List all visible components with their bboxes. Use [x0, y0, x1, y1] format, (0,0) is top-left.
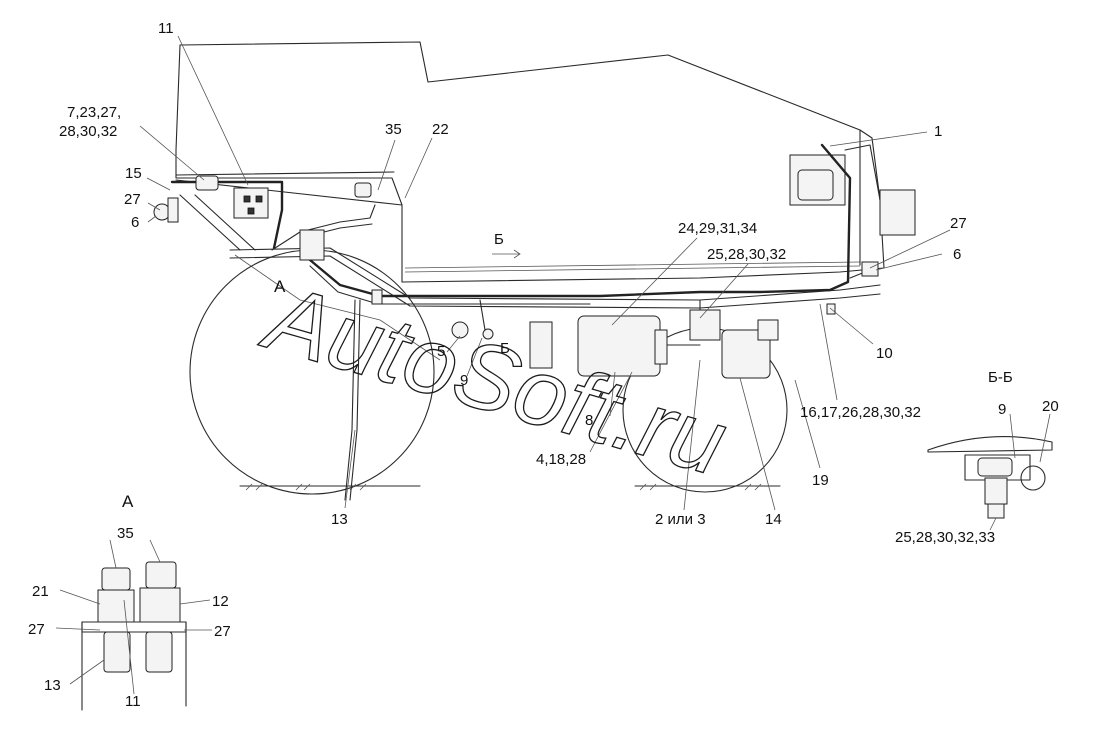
section-bb-detail [492, 249, 1053, 531]
label-5: 5 [437, 343, 445, 360]
label-6-left: 6 [131, 214, 139, 231]
label-25-28-30-32-33: 25,28,30,32,33 [895, 529, 995, 546]
label-section-b-lower: Б [500, 340, 510, 357]
label-13: 13 [331, 511, 348, 528]
label-2-or-3: 2 или 3 [655, 511, 706, 528]
detail-a-title: А [122, 492, 134, 511]
label-11-top: 11 [158, 20, 174, 37]
label-1: 1 [934, 123, 942, 140]
detail-a-label-27-right: 27 [214, 623, 231, 640]
label-15: 15 [125, 165, 142, 182]
label-27-right: 27 [950, 215, 967, 232]
label-7-23-27: 7,23,27, [67, 104, 121, 121]
label-35-top: 35 [385, 121, 402, 138]
rear-wheel-right [622, 327, 788, 493]
leader-lines [139, 35, 951, 511]
pneumatic-lines [170, 143, 876, 501]
label-24-29-31-34: 24,29,31,34 [678, 220, 757, 237]
cab-unit [789, 144, 916, 236]
label-28-30-32-left: 28,30,32 [59, 123, 117, 140]
detail-a-label-13: 13 [44, 677, 61, 694]
detail-a-label-12: 12 [212, 593, 229, 610]
label-section-bb: Б-Б [988, 369, 1013, 386]
detail-a-view [55, 539, 212, 711]
label-14: 14 [765, 511, 782, 528]
label-16-17-26: 16,17,26,28,30,32 [800, 404, 921, 421]
components [153, 175, 879, 379]
detail-a-label-11: 11 [125, 693, 141, 710]
detail-a-label-27-left: 27 [28, 621, 45, 638]
label-9: 9 [460, 372, 468, 389]
dump-body-outline [175, 41, 885, 283]
part-number-labels: 11 7,23,27, 28,30,32 35 22 15 27 6 А 1 2… [59, 20, 1059, 546]
label-22: 22 [432, 121, 449, 138]
detail-a-label-35: 35 [117, 525, 134, 542]
detail-a-label-21: 21 [32, 583, 49, 600]
label-4-18-28: 4,18,28 [536, 451, 586, 468]
label-25-28-30-32: 25,28,30,32 [707, 246, 786, 263]
label-19: 19 [812, 472, 829, 489]
label-8: 8 [585, 412, 593, 429]
watermark-text: AutoSoft.ru [252, 263, 738, 495]
label-9-bb: 9 [998, 401, 1006, 418]
label-6-right: 6 [953, 246, 961, 263]
label-a-callout: А [274, 277, 286, 296]
label-20: 20 [1042, 398, 1059, 415]
detail-a-labels: А 35 21 12 27 27 13 11 [28, 492, 231, 710]
label-section-b: Б [494, 231, 504, 248]
label-27-left: 27 [124, 191, 141, 208]
label-10: 10 [876, 345, 893, 362]
